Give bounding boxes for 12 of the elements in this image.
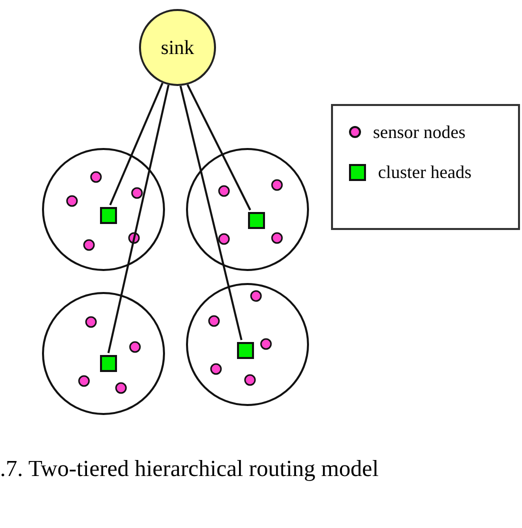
connector-line — [107, 84, 170, 354]
cluster-head-square — [100, 207, 117, 224]
node-label: sink — [160, 36, 194, 60]
cluster-head-square — [100, 355, 117, 372]
legend-label: cluster heads — [378, 163, 472, 181]
cluster-head-square — [237, 342, 254, 359]
connector-line — [186, 84, 252, 210]
cluster-head-square — [248, 212, 265, 229]
legend-label: sensor nodes — [373, 123, 466, 141]
caption: .7. Two-tiered hierarchical routing model — [0, 455, 379, 483]
connector-line — [109, 82, 164, 206]
connector-line — [180, 86, 242, 340]
